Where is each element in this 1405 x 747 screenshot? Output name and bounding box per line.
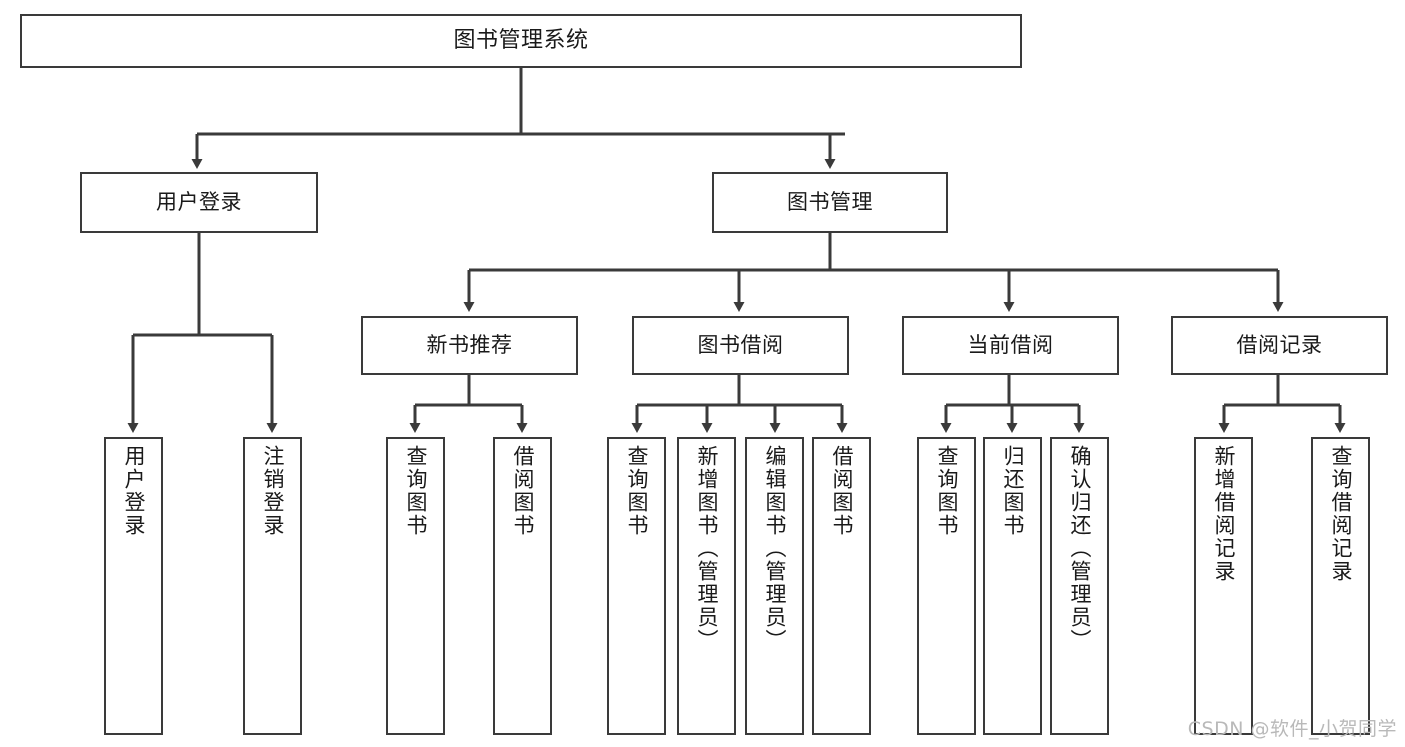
node-label: 查询图书 xyxy=(935,445,959,537)
node-label: 图书管理 xyxy=(787,190,873,215)
leaf-borrowrecord-add-record[interactable]: 新增借阅记录 xyxy=(1194,437,1253,735)
node-label: 查询图书 xyxy=(404,445,428,537)
node-label: 用户登录 xyxy=(156,190,242,215)
csdn-watermark: CSDN @软件_小贺同学 xyxy=(1187,718,1397,740)
node-label: 用户登录 xyxy=(122,445,146,537)
leaf-bookborrow-edit-book[interactable]: 编辑图书（管理员） xyxy=(745,437,804,735)
leaf-user-login-login[interactable]: 用户登录 xyxy=(104,437,163,735)
node-label: 确认归还（管理员） xyxy=(1068,445,1092,652)
node-borrow-record[interactable]: 借阅记录 xyxy=(1171,316,1388,375)
node-book-borrow[interactable]: 图书借阅 xyxy=(632,316,849,375)
node-label: 新增图书（管理员） xyxy=(695,445,719,652)
leaf-bookborrow-add-book[interactable]: 新增图书（管理员） xyxy=(677,437,736,735)
node-label: 当前借阅 xyxy=(967,333,1054,358)
node-current-borrow[interactable]: 当前借阅 xyxy=(902,316,1119,375)
node-label: 注销登录 xyxy=(261,445,285,537)
node-label: 查询图书 xyxy=(625,445,649,537)
leaf-bookborrow-query-book[interactable]: 查询图书 xyxy=(607,437,666,735)
node-new-book-recommend[interactable]: 新书推荐 xyxy=(361,316,578,375)
node-label: 新书推荐 xyxy=(426,333,513,358)
node-user-login[interactable]: 用户登录 xyxy=(80,172,318,233)
leaf-bookborrow-borrow-book[interactable]: 借阅图书 xyxy=(812,437,871,735)
node-label: 新增借阅记录 xyxy=(1212,445,1236,583)
node-label: 借阅图书 xyxy=(830,445,854,537)
node-label: 图书管理系统 xyxy=(453,27,589,53)
leaf-newbook-query-book[interactable]: 查询图书 xyxy=(386,437,445,735)
node-label: 查询借阅记录 xyxy=(1329,445,1353,583)
leaf-user-login-logout[interactable]: 注销登录 xyxy=(243,437,302,735)
node-label: 借阅图书 xyxy=(511,445,535,537)
leaf-newbook-borrow-book[interactable]: 借阅图书 xyxy=(493,437,552,735)
node-book-manage[interactable]: 图书管理 xyxy=(712,172,948,233)
leaf-currentborrow-return-book[interactable]: 归还图书 xyxy=(983,437,1042,735)
node-label: 编辑图书（管理员） xyxy=(763,445,787,652)
node-label: 图书借阅 xyxy=(697,333,784,358)
leaf-currentborrow-query-book[interactable]: 查询图书 xyxy=(917,437,976,735)
leaf-borrowrecord-query-record[interactable]: 查询借阅记录 xyxy=(1311,437,1370,735)
node-root-system[interactable]: 图书管理系统 xyxy=(20,14,1022,68)
node-label: 归还图书 xyxy=(1001,445,1025,537)
leaf-currentborrow-confirm-return[interactable]: 确认归还（管理员） xyxy=(1050,437,1109,735)
node-label: 借阅记录 xyxy=(1236,333,1323,358)
